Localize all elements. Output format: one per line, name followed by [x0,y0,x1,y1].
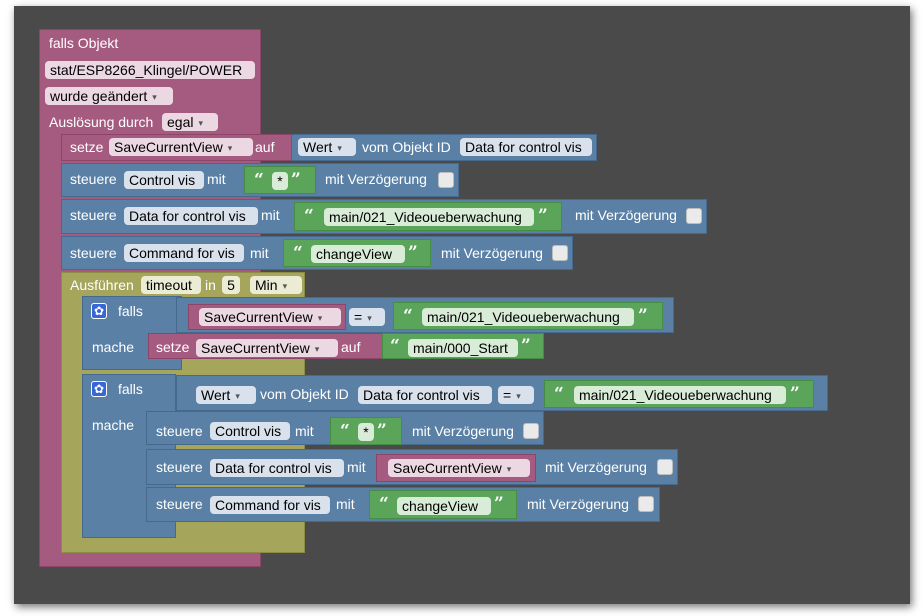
quote-close-icon: ” [291,170,301,190]
trigger-dropdown[interactable]: wurde geändert▾ [45,87,173,105]
control-object-field[interactable]: Control vis [210,422,290,440]
quote-open-icon: “ [390,336,400,356]
variable-dropdown[interactable]: SaveCurrentView▾ [199,308,341,326]
if-label: falls [118,381,143,397]
gear-icon[interactable]: ✿ [91,381,107,397]
quote-open-icon: “ [340,421,350,441]
chevron-down-icon: ▾ [337,143,342,153]
text-value-field[interactable]: main/021_Videoueberwachung [422,308,634,326]
auf-label: auf [341,339,361,355]
chevron-down-icon: ▾ [317,313,323,323]
quote-open-icon: “ [403,306,413,326]
text-value-field[interactable]: main/021_Videoueberwachung [574,386,786,404]
control-label: steuere [70,245,117,261]
control-label: steuere [70,171,117,187]
delay-label: mit Verzögerung [545,459,647,475]
gear-icon[interactable]: ✿ [91,303,107,319]
control-object-field[interactable]: Data for control vis [210,459,344,477]
from-object-label: vom Objekt ID [260,386,349,402]
set-variable-block[interactable] [148,333,388,359]
delay-checkbox[interactable] [686,208,702,224]
quote-close-icon: ” [494,494,504,514]
control-object-field[interactable]: Command for vis [210,496,330,514]
delay-checkbox[interactable] [638,496,654,512]
timeout-amount-field[interactable]: 5 [222,276,240,294]
delay-checkbox[interactable] [523,423,539,439]
variable-dropdown[interactable]: SaveCurrentView▾ [388,459,530,477]
chevron-down-icon: ▾ [235,391,240,401]
quote-close-icon: ” [408,243,418,263]
control-label: steuere [156,423,203,439]
object-field[interactable]: Data for control vis [358,386,492,404]
control-object-field[interactable]: Control vis [124,171,204,189]
text-value-field[interactable]: changeView [397,497,491,515]
chevron-down-icon: ▾ [314,344,320,354]
text-value-field[interactable]: * [358,423,374,441]
chevron-down-icon: ▾ [367,313,372,323]
chevron-down-icon: ▾ [516,391,521,401]
delay-checkbox[interactable] [552,245,568,261]
control-object-field[interactable]: Data for control vis [124,207,258,225]
text-value-field[interactable]: main/000_Start [408,339,518,357]
trigger-by-dropdown[interactable]: egal▾ [162,113,218,131]
chevron-down-icon: ▾ [152,92,157,102]
source-dropdown[interactable]: Wert▾ [196,386,256,404]
delay-checkbox[interactable] [438,172,454,188]
text-value-field[interactable]: * [272,172,288,190]
quote-open-icon: “ [254,170,264,190]
quote-close-icon: ” [638,306,648,326]
quote-close-icon: ” [521,336,531,356]
chevron-down-icon: ▾ [506,464,512,474]
auf-label: auf [255,139,275,155]
variable-dropdown[interactable]: SaveCurrentView▾ [109,138,253,156]
delay-label: mit Verzögerung [527,496,629,512]
blockly-workspace: falls Objekt stat/ESP8266_Klingel/POWER … [14,6,910,604]
variable-dropdown[interactable]: SaveCurrentView▾ [196,339,338,357]
control-label: steuere [156,459,203,475]
chevron-down-icon: ▾ [198,118,203,128]
quote-close-icon: ” [377,421,387,441]
set-label: setze [156,339,190,355]
trigger-by-label: Auslösung durch [49,114,154,130]
source-dropdown[interactable]: Wert▾ [298,138,356,156]
mit-label: mit [347,459,366,475]
timeout-label: Ausführen [70,277,134,293]
quote-open-icon: “ [304,206,314,226]
object-field[interactable]: Data for control vis [460,138,592,156]
control-label: steuere [156,496,203,512]
delay-label: mit Verzögerung [325,171,427,187]
control-label: steuere [70,207,117,223]
in-label: in [205,277,216,293]
do-label: mache [92,339,135,355]
mit-label: mit [336,496,355,512]
quote-close-icon: ” [538,206,548,226]
mit-label: mit [207,171,226,187]
quote-open-icon: “ [293,243,303,263]
chevron-down-icon: ▾ [227,143,233,153]
delay-label: mit Verzögerung [575,207,677,223]
if-label: falls [118,303,143,319]
delay-label: mit Verzögerung [441,245,543,261]
set-label: setze [70,139,104,155]
timeout-name-field[interactable]: timeout [141,276,201,294]
text-value-field[interactable]: changeView [311,245,405,263]
object-id-field[interactable]: stat/ESP8266_Klingel/POWER [45,61,255,79]
mit-label: mit [295,423,314,439]
from-object-label: vom Objekt ID [362,139,451,155]
operator-dropdown[interactable]: =▾ [349,308,385,326]
timeout-unit-dropdown[interactable]: Min▾ [250,276,302,294]
delay-checkbox[interactable] [657,459,673,475]
quote-close-icon: ” [790,384,800,404]
do-label: mache [92,417,135,433]
control-object-field[interactable]: Command for vis [124,244,244,262]
chevron-down-icon: ▾ [282,281,288,291]
event-title: falls Objekt [49,35,119,51]
quote-open-icon: “ [554,384,564,404]
text-value-field[interactable]: main/021_Videoueberwachung [324,208,534,226]
delay-label: mit Verzögerung [412,423,514,439]
mit-label: mit [261,207,280,223]
quote-open-icon: “ [379,494,389,514]
operator-dropdown[interactable]: =▾ [498,386,534,404]
mit-label: mit [250,245,269,261]
